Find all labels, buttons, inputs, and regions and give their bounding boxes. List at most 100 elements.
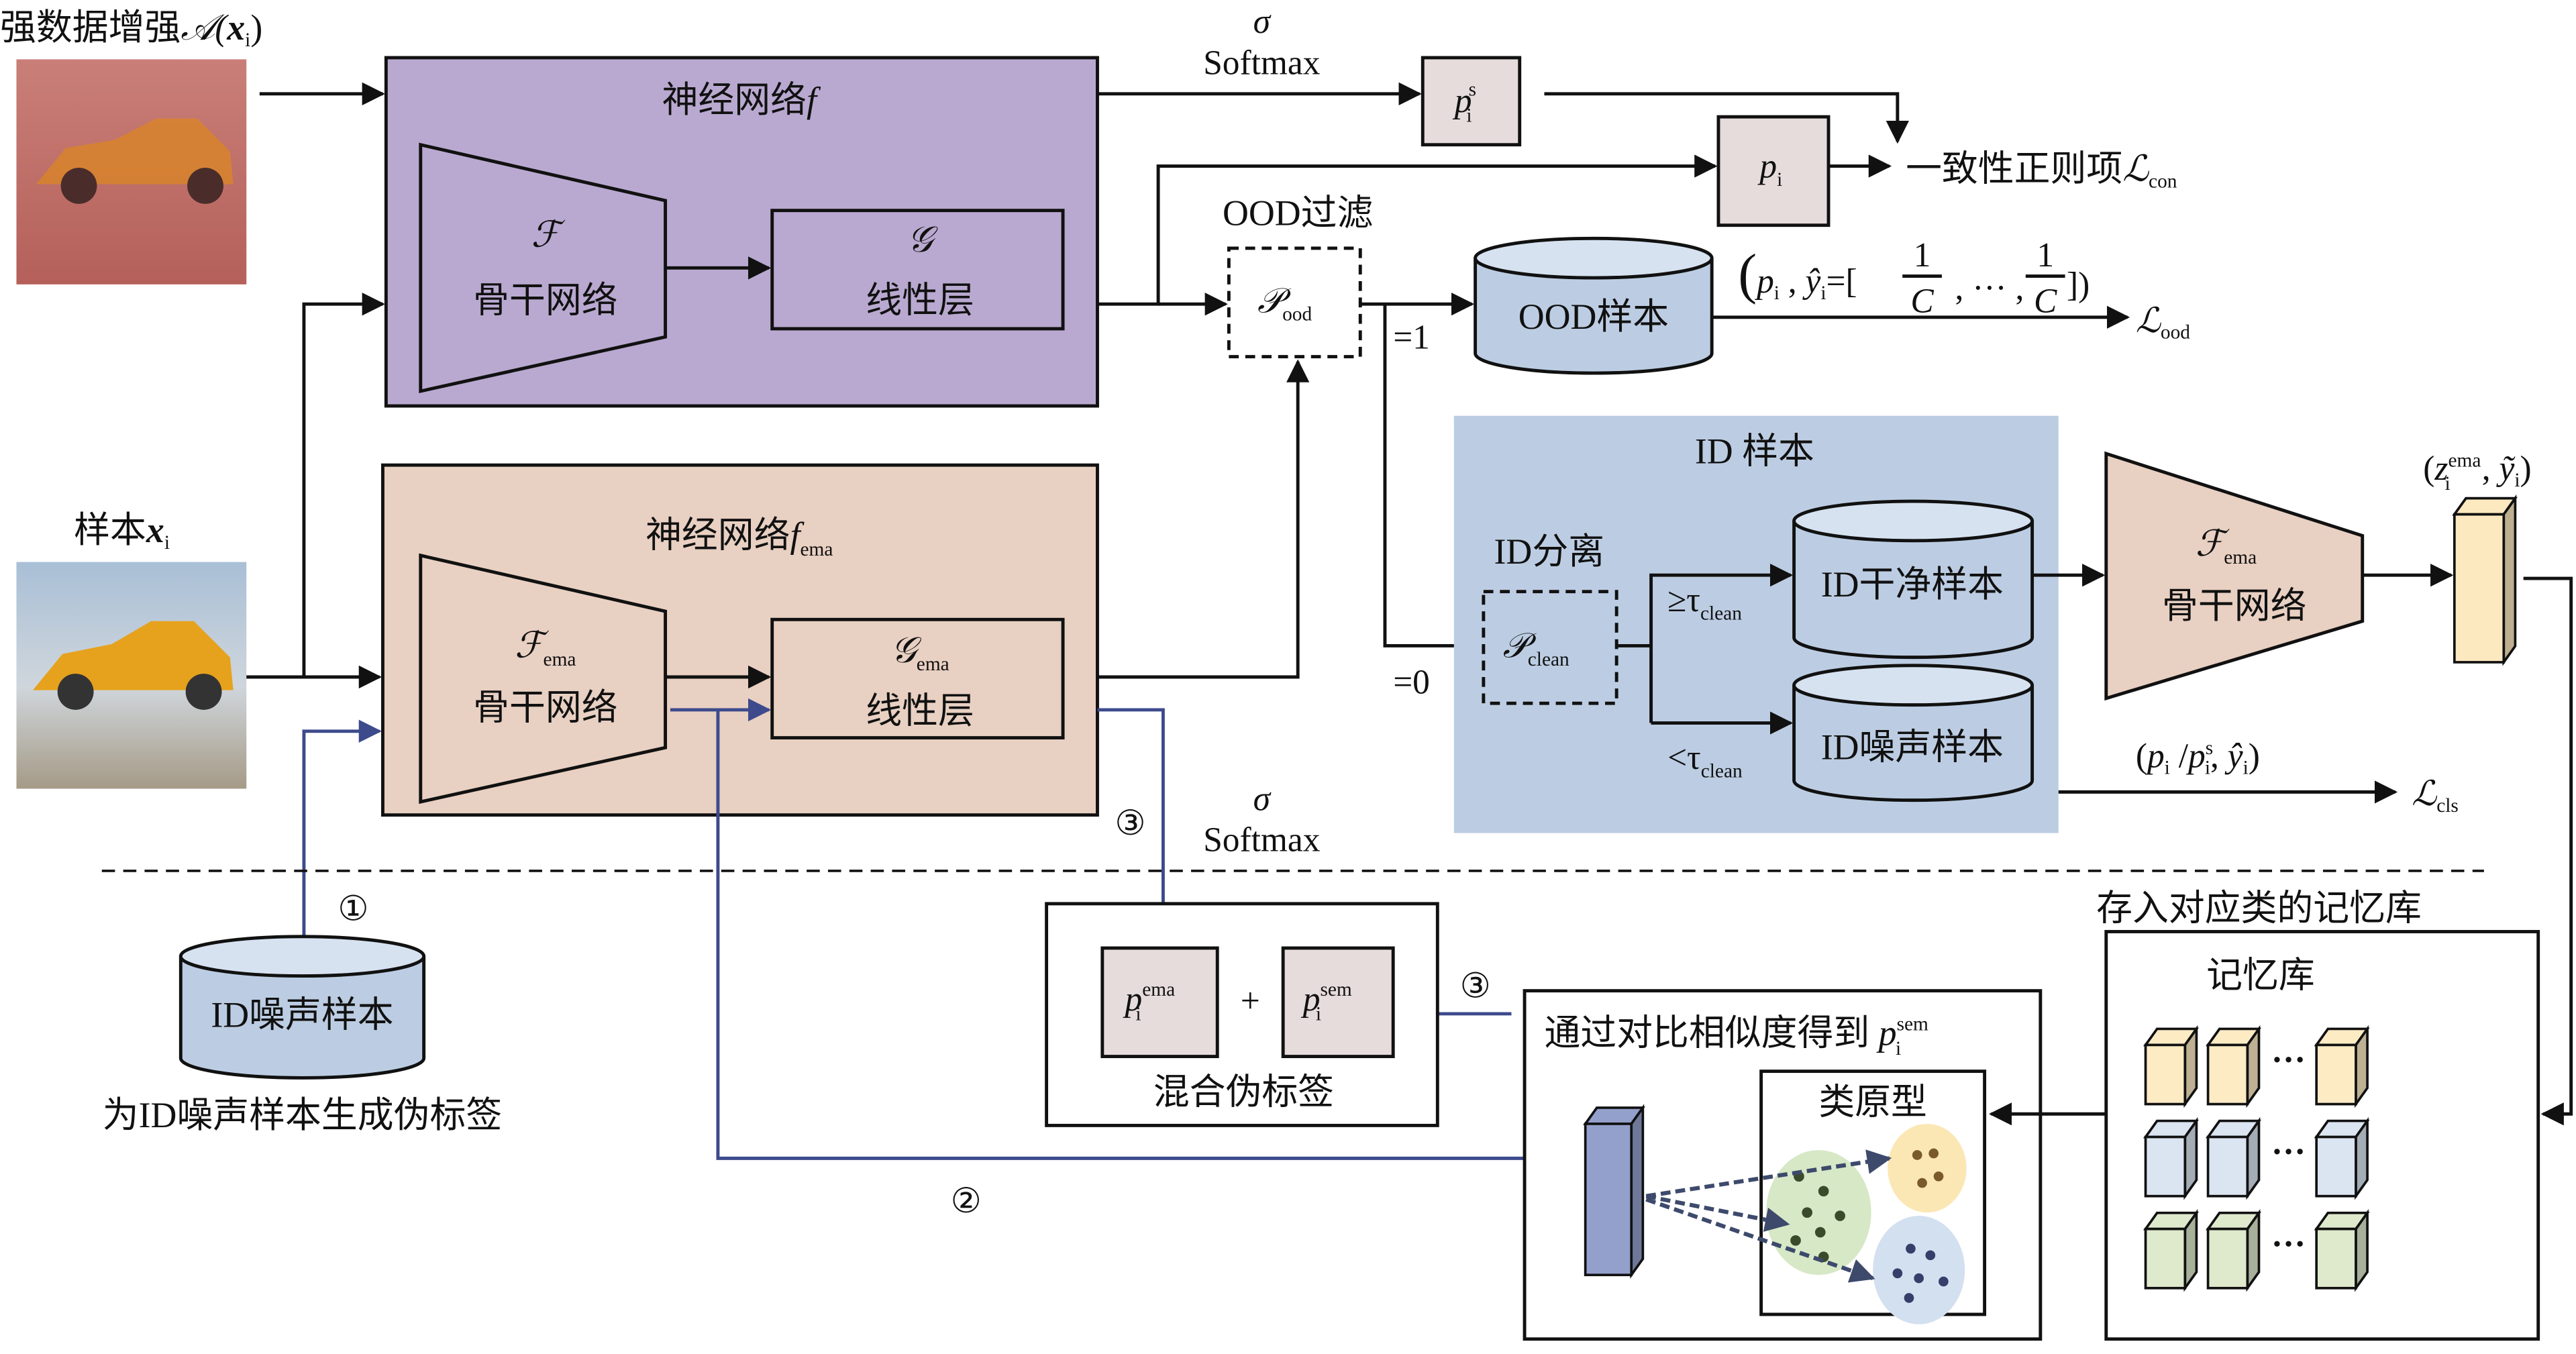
ge-tau-clean: ≥τclean [1667, 581, 1742, 624]
arrow-to-pclean [1383, 304, 1483, 658]
memory-cube [2206, 1208, 2262, 1292]
network-f-title: 神经网络f [662, 80, 821, 120]
lt-tau-clean: <τclean [1667, 739, 1743, 782]
pseudo-label-caption: 为ID噪声样本生成伪标签 [103, 1095, 502, 1135]
sample-car-image [16, 562, 247, 789]
cube-front [2206, 1135, 2249, 1198]
arrow-to-memory [2523, 576, 2573, 1126]
backbone-fema-label: 骨干网络 [473, 688, 617, 728]
cluster-point-blue [1925, 1250, 1936, 1261]
arrow-to-pi [1097, 154, 1718, 306]
memory-cube [2143, 1025, 2200, 1108]
id-samples-title: ID 样本 [1695, 431, 1814, 472]
memory-cube [2143, 1208, 2200, 1292]
cube-side [1630, 1104, 1645, 1279]
memory-store-title: 存入对应类的记忆库 [2096, 888, 2422, 928]
id-noisy-label: ID噪声样本 [1821, 727, 2004, 767]
ood-samples-db [1474, 236, 1714, 375]
cluster-point-yellow [1917, 1178, 1927, 1188]
cube-front [2315, 1135, 2357, 1198]
cylinder-body [1474, 258, 1714, 375]
frac-num-2: 1 [2037, 236, 2054, 274]
id-samples-panel: ID 样本 ID分离 𝒫clean ≥τclean <τclean ID干净样本… [1453, 415, 2059, 833]
network-fema: 神经网络fema ℱema 骨干网络 𝒢ema 线性层 [381, 463, 1099, 817]
cluster-point-blue [1906, 1243, 1916, 1254]
frac-dots: , ··· , [1955, 269, 2024, 307]
arrow-ps-to-consistency [1544, 92, 1909, 144]
cluster-point-blue [1914, 1273, 1924, 1284]
ood-samples-label: OOD样本 [1518, 297, 1669, 337]
strong-aug-label: 强数据增强𝒜(xi) [0, 7, 262, 51]
sigma-top: σ [1253, 3, 1272, 41]
step-1-marker: ① [338, 890, 368, 928]
linear-symbol: 𝒢 [907, 219, 938, 260]
cluster-point-yellow [1912, 1150, 1922, 1160]
arrow-to-clean [1649, 564, 1794, 723]
id-clean-label: ID干净样本 [1821, 564, 2004, 605]
memory-cube [2143, 1116, 2200, 1200]
step-3-marker-b: ③ [1460, 967, 1491, 1005]
id-noisy-db-bottom-label: ID噪声样本 [211, 994, 393, 1035]
cluster-point-green [1835, 1210, 1845, 1221]
memory-cube [2206, 1025, 2262, 1108]
softmax-bottom: Softmax [1203, 821, 1320, 860]
frac-den-1: C [1910, 282, 1934, 320]
linear-layer-f [770, 209, 1065, 331]
class-prototype-title: 类原型 [1818, 1082, 1927, 1122]
cluster-point-green [1818, 1186, 1829, 1197]
cylinder-top [1474, 236, 1714, 280]
linear-fema-label: 线性层 [866, 691, 974, 731]
similarity-arrow-yellow [1645, 1149, 1892, 1198]
cluster-blue [1873, 1216, 1965, 1324]
similarity-arrow-blue [1645, 1197, 1875, 1283]
memory-cube [2314, 1208, 2370, 1292]
cube-front [2206, 1043, 2249, 1106]
id-clean-db [1792, 499, 2034, 660]
eq-0: =0 [1393, 663, 1430, 701]
cylinder-body [1792, 521, 2034, 660]
cube-front [1584, 1123, 1633, 1277]
cylinder-top [178, 935, 426, 978]
ood-filter-title: OOD过滤 [1223, 193, 1373, 233]
consistency-loss: 一致性正则项ℒcon [1906, 149, 2177, 193]
cylinder-top [1792, 499, 2034, 543]
eq-1: =1 [1393, 318, 1430, 356]
p-ood-box [1227, 246, 1362, 359]
network-f: 神经网络f ℱ 骨干网络 𝒢 线性层 [384, 56, 1099, 408]
id-noisy-db [1792, 664, 2034, 802]
cluster-point-green [1790, 1235, 1801, 1246]
arrow-step2 [716, 709, 1583, 1170]
linear-layer-fema [770, 617, 1065, 740]
ood-target: (pi , ŷi=[ [1738, 244, 1857, 305]
memory-cube [2314, 1025, 2370, 1108]
cube-front [2453, 513, 2506, 664]
mixed-pseudo-label-title: 混合伪标签 [1153, 1072, 1334, 1112]
cluster-point-yellow [1928, 1148, 1939, 1159]
cube-front [2315, 1043, 2357, 1106]
arrow-fema-to-pood [1097, 359, 1310, 679]
cluster-point-blue [1939, 1276, 1949, 1287]
cluster-point-blue [1892, 1268, 1903, 1279]
step-3-marker-a: ③ [1115, 804, 1145, 843]
ood-loss: ℒood [2136, 302, 2190, 344]
cylinder-top [1792, 664, 2034, 707]
backbone-f [419, 142, 668, 394]
sample-label: 样本xi [74, 510, 170, 554]
augmented-car-image [16, 59, 247, 284]
cluster-point-yellow [1933, 1171, 1944, 1182]
memory-bank-title: 记忆库 [2206, 955, 2315, 996]
linear-fema-symbol: 𝒢ema [890, 630, 949, 675]
frac-den-2: C [2034, 282, 2057, 320]
memory-dots-row1: ··· [2271, 1041, 2306, 1080]
p-sem-box [1281, 946, 1395, 1059]
feature-vector-yellow [2452, 494, 2518, 666]
ood-target-close: ]) [2067, 266, 2090, 304]
cluster-yellow [1888, 1123, 1967, 1213]
